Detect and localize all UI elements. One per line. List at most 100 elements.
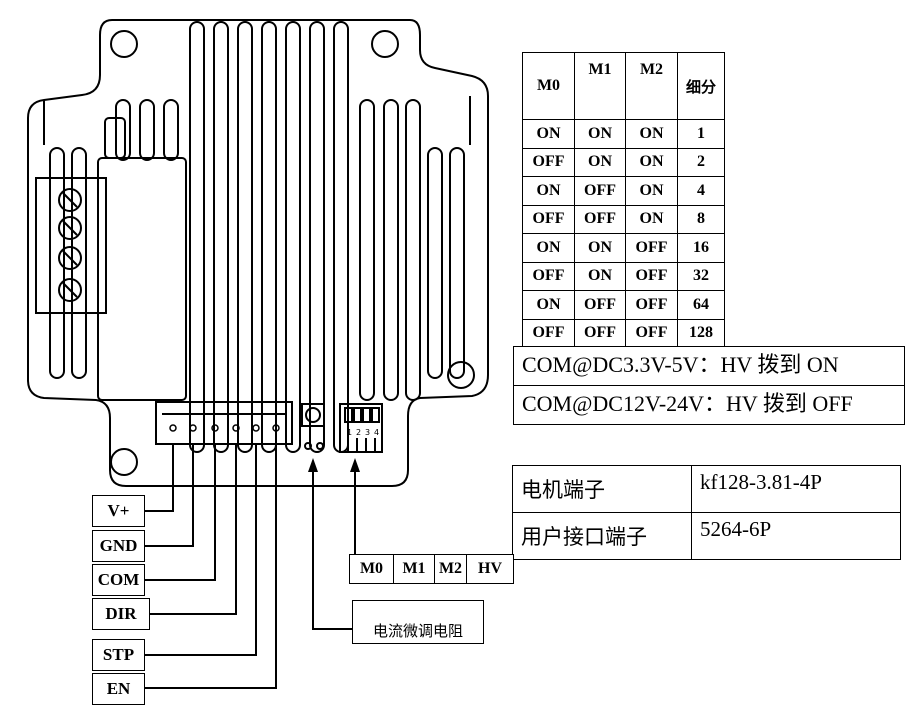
dip-switch-lever — [344, 407, 353, 423]
heatsink-fin — [449, 147, 465, 379]
switch-state-cell: OFF — [522, 204, 575, 234]
mount-hole-tl — [110, 30, 138, 58]
switch-state-cell: ON — [574, 119, 626, 149]
terminal-screw — [58, 188, 82, 212]
header-m1: M1 — [574, 52, 626, 120]
subdivision-cell: 128 — [677, 318, 725, 348]
terminal-table: 电机端子 kf128-3.81-4P 用户接口端子 5264-6P — [512, 465, 901, 560]
switch-state-cell: OFF — [574, 318, 626, 348]
heatsink-fin — [359, 99, 375, 401]
mount-hole-tr — [371, 30, 399, 58]
header-m2: M2 — [625, 52, 678, 120]
switch-label-m1: M1 — [393, 554, 435, 584]
connector-pin — [169, 424, 177, 432]
subdivision-cell: 1 — [677, 119, 725, 149]
heatsink-fin — [189, 21, 205, 453]
switch-label-strip: M0 M1 M2 HV — [348, 554, 514, 584]
heatsink-fin — [383, 99, 399, 401]
motor-terminal-block — [35, 177, 107, 314]
pin-label-dir: DIR — [92, 598, 150, 630]
switch-label-hv: HV — [466, 554, 514, 584]
heatsink-fin — [333, 21, 349, 453]
heatsink-fin — [427, 147, 443, 379]
switch-state-cell: ON — [625, 176, 678, 206]
heatsink-fin — [163, 99, 179, 161]
pin-label-com: COM — [92, 564, 145, 596]
subdivision-cell: 32 — [677, 261, 725, 291]
leader-vplus — [145, 443, 174, 512]
switch-state-cell: ON — [522, 176, 575, 206]
heatsink-fin — [139, 99, 155, 161]
subdivision-cell: 4 — [677, 176, 725, 206]
heatsink-fin — [285, 21, 301, 453]
switch-state-cell: ON — [522, 119, 575, 149]
header-m0: M0 — [522, 52, 575, 120]
heatsink-fin — [71, 147, 87, 379]
switch-state-cell: OFF — [574, 204, 626, 234]
switch-state-cell: OFF — [625, 233, 678, 263]
pin-label-stp: STP — [92, 639, 145, 671]
inner-cover — [97, 157, 187, 401]
heatsink-fin — [405, 99, 421, 401]
table-header-row: M0 M1 M2 细分 — [522, 52, 725, 120]
switch-state-cell: OFF — [625, 261, 678, 291]
switch-label-m2: M2 — [433, 554, 468, 584]
subdivision-cell: 16 — [677, 233, 725, 263]
motor-terminal-label: 电机端子 — [512, 465, 692, 513]
switch-state-cell: OFF — [574, 290, 626, 320]
switch-state-cell: ON — [625, 147, 678, 177]
connector-pin — [211, 424, 219, 432]
switch-state-cell: OFF — [574, 176, 626, 206]
user-connector — [155, 401, 293, 445]
subdivision-cell: 2 — [677, 147, 725, 177]
dip-switch-lever — [362, 407, 371, 423]
switch-state-cell: ON — [625, 119, 678, 149]
switch-state-cell: ON — [574, 261, 626, 291]
user-terminal-value: 5264-6P — [691, 512, 901, 560]
table-row: 电机端子 kf128-3.81-4P — [512, 465, 901, 513]
terminal-screw — [58, 278, 82, 302]
leader-dir — [150, 443, 237, 615]
heatsink-fin — [309, 21, 325, 453]
mount-hole-br — [447, 361, 475, 389]
dip-switch-lever — [353, 407, 362, 423]
pin-label-en: EN — [92, 673, 145, 705]
heatsink-fin — [261, 21, 277, 453]
switch-state-cell: OFF — [522, 147, 575, 177]
connector-pin — [232, 424, 240, 432]
table-row: 用户接口端子 5264-6P — [512, 512, 901, 560]
header-subdivision: 细分 — [677, 52, 725, 120]
switch-state-cell: OFF — [625, 318, 678, 348]
leader-com — [145, 443, 216, 581]
connector-pin — [252, 424, 260, 432]
mount-hole-bl — [110, 448, 138, 476]
terminal-screw — [58, 216, 82, 240]
leader-pot — [312, 470, 352, 630]
subdivision-cell: 64 — [677, 290, 725, 320]
switch-state-cell: OFF — [522, 318, 575, 348]
hv-setting-note: COM@DC3.3V-5V：HV 拨到 ON COM@DC12V-24V：HV … — [513, 346, 905, 425]
switch-label-m0: M0 — [348, 554, 395, 584]
heatsink-fin — [49, 147, 65, 379]
hv-note-low-voltage: COM@DC3.3V-5V：HV 拨到 ON — [522, 352, 839, 377]
motor-terminal-value: kf128-3.81-4P — [691, 465, 901, 513]
switch-state-cell: ON — [574, 147, 626, 177]
heatsink-fin — [115, 99, 131, 161]
switch-state-cell: ON — [574, 233, 626, 263]
dip-switch-lever — [371, 407, 380, 423]
heatsink-fin — [237, 21, 253, 453]
switch-state-cell: ON — [522, 290, 575, 320]
switch-state-cell: OFF — [522, 261, 575, 291]
pin-label-vplus: V+ — [92, 495, 145, 527]
dip-switch-body — [339, 403, 383, 453]
switch-state-cell: ON — [625, 204, 678, 234]
